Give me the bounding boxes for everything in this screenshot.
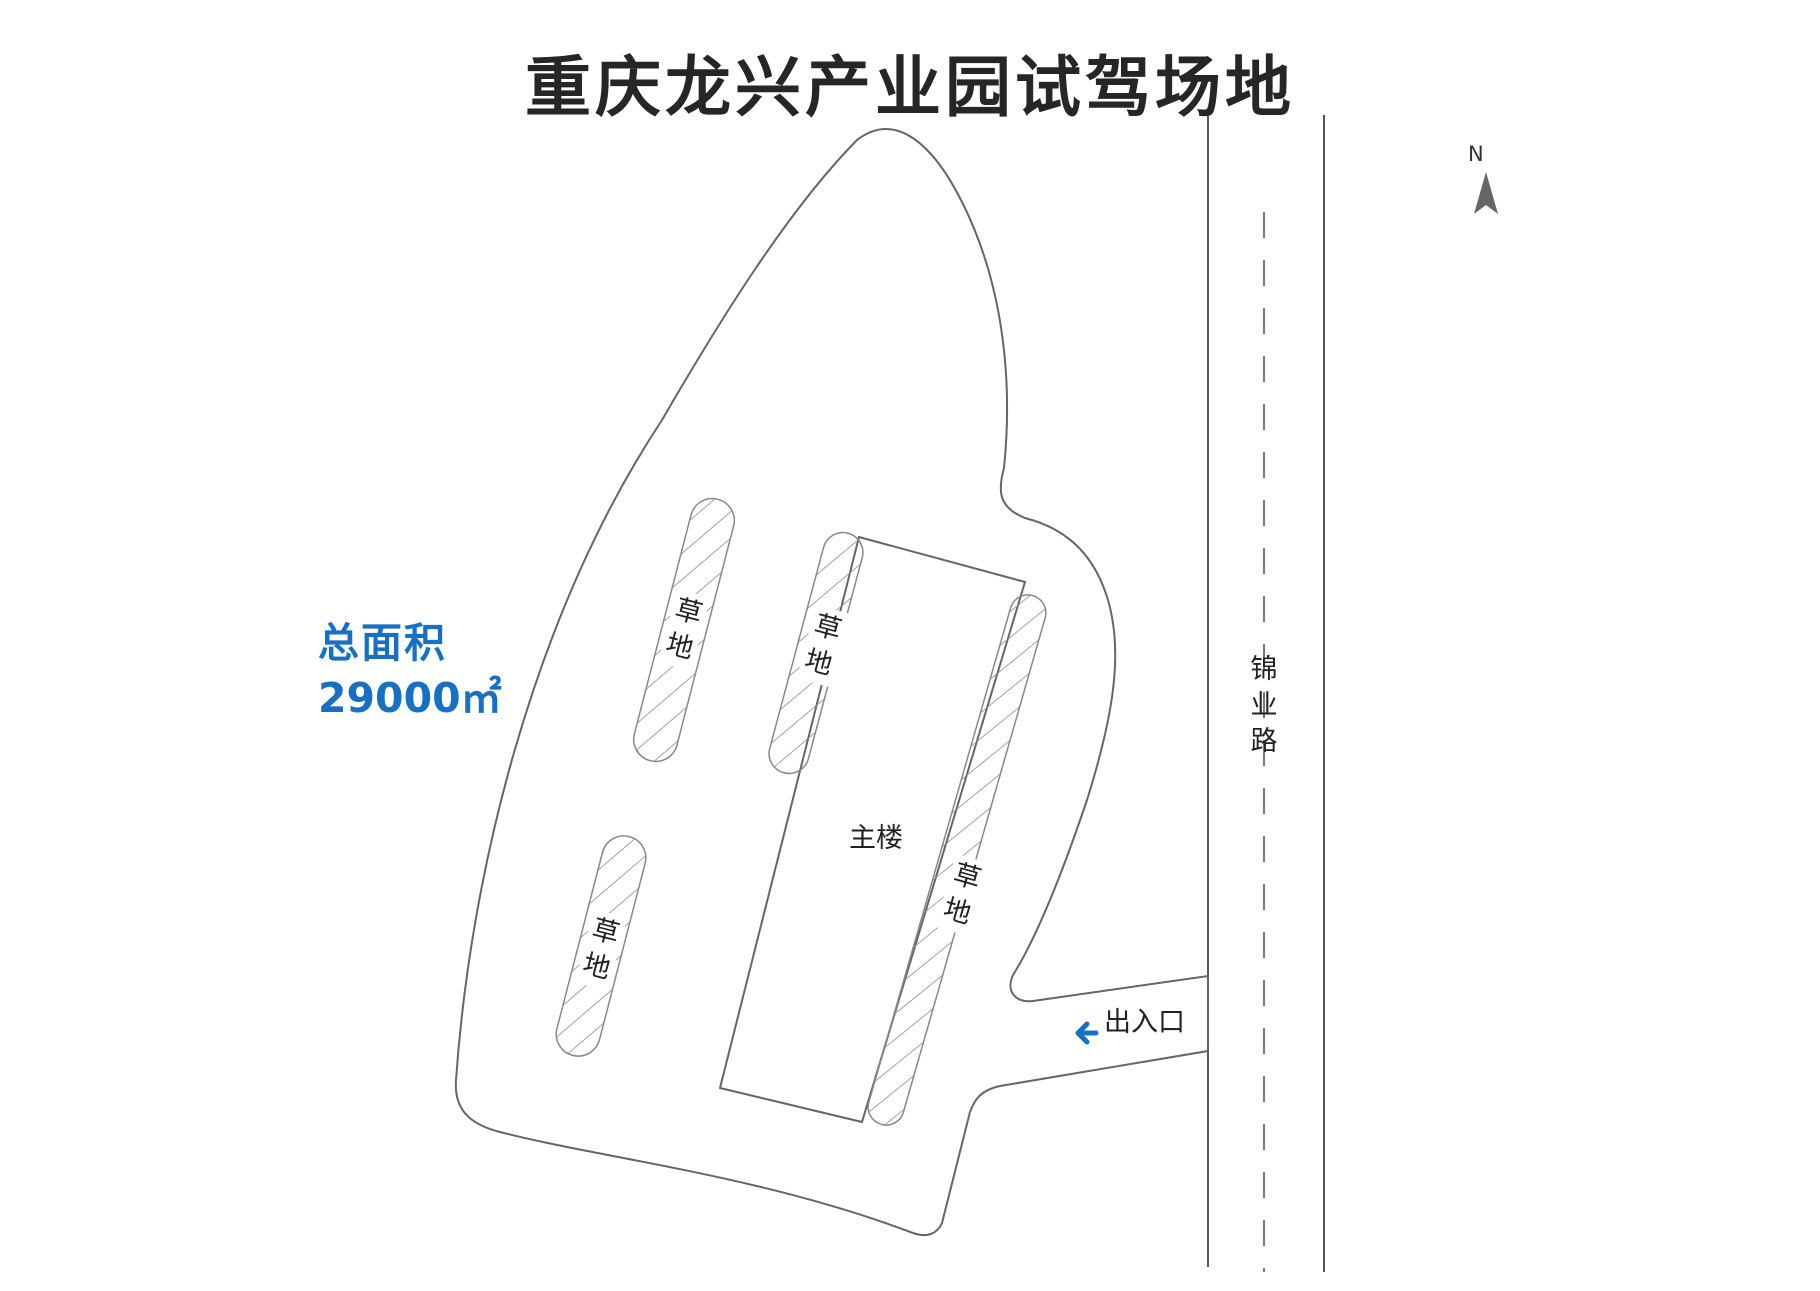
road-name: 锦 业 路: [1251, 654, 1278, 757]
north-label: N: [1468, 142, 1484, 166]
road-name-char-3: 路: [1251, 726, 1278, 757]
grass-label-3: 草 地: [575, 908, 627, 992]
grass-label-1: 草 地: [658, 588, 710, 672]
entrance-label: 出入口: [1104, 1007, 1185, 1038]
north-arrow-icon: [1474, 172, 1498, 214]
main-building: [718, 535, 1027, 1124]
page-title: 重庆龙兴产业园试驾场地: [525, 49, 1295, 126]
road-name-char-2: 业: [1251, 690, 1278, 721]
road-name-char-1: 锦: [1251, 654, 1278, 685]
area-label: 总面积: [318, 619, 447, 667]
grass-label-4: 草 地: [935, 853, 989, 937]
entrance-marker: 出入口: [1075, 1007, 1185, 1045]
area-summary: 总面积 29000㎡: [318, 616, 502, 726]
area-value: 29000㎡: [318, 674, 502, 722]
building-label: 主楼: [849, 823, 903, 854]
arrow-left-icon: [1075, 1021, 1099, 1045]
grass-label-2: 草 地: [796, 604, 850, 688]
